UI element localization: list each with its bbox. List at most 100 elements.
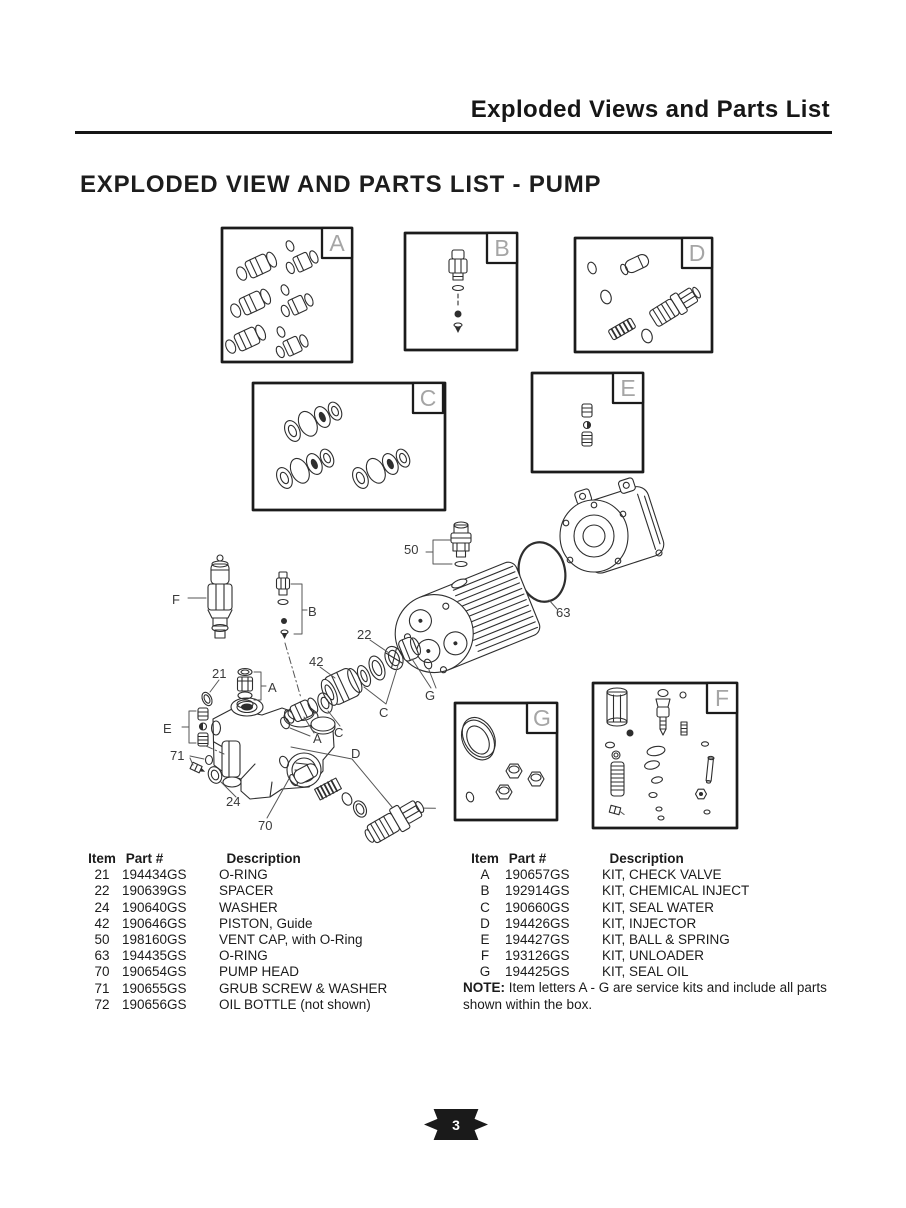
kit-box-a: A [220, 226, 354, 364]
callout-a1: A [268, 680, 277, 695]
col-header-item: Item [471, 851, 499, 866]
table-row: 50 198160GS VENT CAP, with O-Ring [82, 932, 387, 948]
cell-description: VENT CAP, with O-Ring [219, 931, 363, 947]
kit-box-e-label: E [620, 375, 635, 401]
kit-box-d-label: D [689, 240, 706, 266]
cell-item: E [480, 931, 490, 947]
cell-part-number: 190657GS [505, 867, 570, 883]
cell-part-number: 194427GS [505, 931, 570, 947]
cell-description: O-RING [219, 867, 268, 883]
cell-part-number: 194426GS [505, 915, 570, 931]
table-row: D 194426GS KIT, INJECTOR [465, 916, 749, 932]
crankcase [559, 477, 665, 574]
piston-guide [320, 667, 363, 706]
callout-22: 22 [357, 627, 371, 642]
cell-item: 71 [94, 980, 110, 996]
callout-63: 63 [556, 605, 570, 620]
col-header-description: Description [226, 851, 301, 866]
kit-box-a-label: A [329, 230, 345, 256]
cell-description: KIT, CHECK VALVE [602, 867, 722, 883]
callout-70: 70 [258, 818, 272, 833]
o-ring-21 [201, 691, 213, 707]
page-number: 3 [452, 1116, 460, 1133]
header-rule [75, 131, 832, 134]
cell-part-number: 193126GS [505, 948, 570, 964]
table-header-row: Item Part # Description [465, 851, 749, 867]
cell-item: B [480, 883, 490, 899]
kit-box-d: D [573, 236, 714, 354]
cell-item: 24 [94, 899, 110, 915]
cell-description: KIT, INJECTOR [602, 915, 697, 931]
cell-part-number: 190639GS [122, 883, 187, 899]
small-o-ring [423, 658, 433, 670]
kit-box-g: G [453, 701, 559, 822]
col-header-part: Part # [125, 851, 164, 866]
cell-part-number: 190640GS [122, 899, 187, 915]
table-header-row: Item Part # Description [82, 851, 387, 867]
callout-c2: C [379, 705, 388, 720]
cell-item: G [479, 964, 491, 980]
unloader-valve [207, 554, 233, 639]
o-ring [341, 792, 353, 806]
callout-21: 21 [212, 666, 226, 681]
cell-description: WASHER [219, 899, 278, 915]
cell-item: F [480, 948, 490, 964]
cell-item: 22 [94, 883, 110, 899]
side-check-valve [283, 697, 319, 724]
cell-description: KIT, SEAL OIL [602, 964, 689, 980]
seal-ring [356, 665, 372, 687]
kit-box-b-label: B [494, 235, 509, 261]
spacer-22 [384, 645, 404, 671]
callout-24: 24 [226, 794, 240, 809]
service-kit-note: NOTE: Item letters A - G are service kit… [463, 980, 831, 1013]
col-header-description: Description [609, 851, 684, 866]
cell-item: D [480, 915, 490, 931]
callout-50: 50 [404, 542, 418, 557]
o-ring [280, 716, 290, 730]
kit-box-b: B [403, 231, 519, 352]
check-valve-stack [236, 667, 254, 709]
col-header-part: Part # [508, 851, 547, 866]
kit-box-g-label: G [533, 705, 551, 731]
o-ring [279, 755, 289, 769]
chemical-inject-parts [275, 571, 291, 639]
callout-b: B [308, 604, 317, 619]
vent-cap [450, 521, 472, 568]
cell-item: 50 [94, 931, 110, 947]
injector-body [364, 800, 436, 844]
cell-part-number: 190646GS [122, 915, 187, 931]
seal-ring [352, 800, 368, 818]
injector-spring [314, 777, 342, 801]
cell-description: KIT, SEAL WATER [602, 899, 715, 915]
cell-description: SPACER [219, 883, 274, 899]
callout-e: E [163, 721, 172, 736]
cell-item: C [480, 899, 490, 915]
callout-a2: A [313, 731, 322, 746]
cell-part-number: 198160GS [122, 931, 187, 947]
note-text: Item letters A - G are service kits and … [463, 980, 827, 1012]
pump-housing [394, 561, 541, 674]
packing-nut [398, 636, 422, 662]
cell-part-number: 194425GS [505, 964, 570, 980]
cell-description: GRUB SCREW & WASHER [219, 980, 388, 996]
ball-spring-parts [197, 707, 209, 747]
cell-item: 63 [94, 948, 110, 964]
cell-description: PISTON, Guide [219, 915, 313, 931]
cell-description: O-RING [219, 948, 268, 964]
